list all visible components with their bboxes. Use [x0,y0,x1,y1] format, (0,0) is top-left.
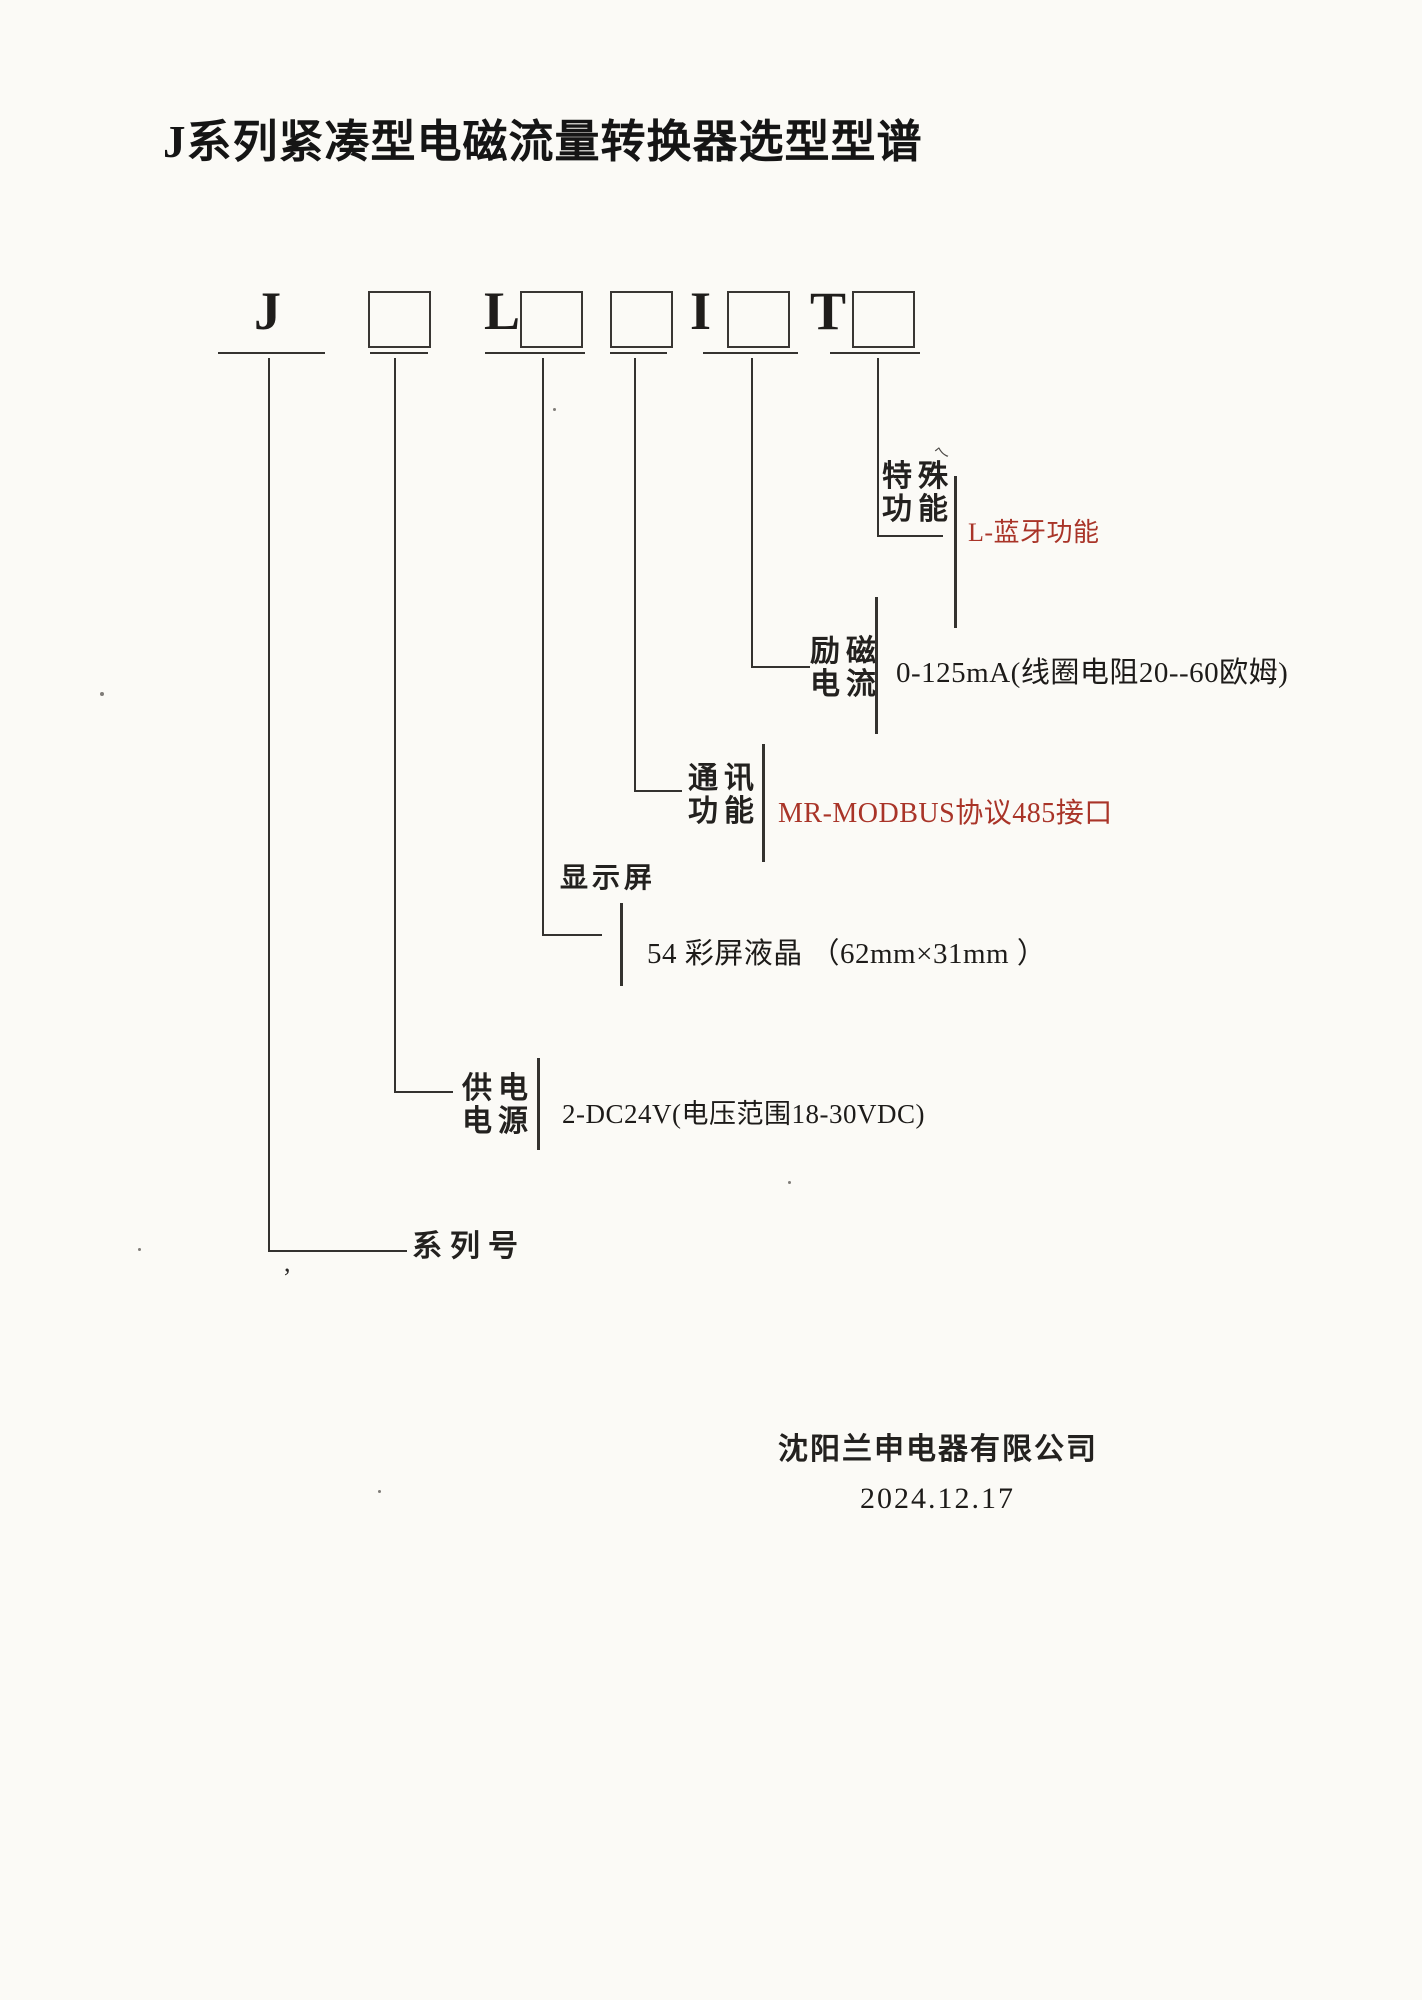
code-underline-power [370,352,428,354]
code-letter-T: T [810,281,847,341]
value-communication: MR-MODBUS协议485接口 [778,798,1113,829]
separator-communication [762,744,765,862]
separator-excitation [875,597,878,734]
code-underline-series [218,352,325,354]
code-box-5 [852,291,915,348]
scan-speck [553,408,556,411]
code-letter-L: L [484,281,521,341]
code-underline-excitation [703,352,798,354]
connector-elbow-display [542,934,602,936]
value-power-supply: 2-DC24V(电压范围18-30VDC) [562,1099,925,1129]
value-display-screen: 54 彩屏液晶 （62mm×31mm ） [647,938,1047,970]
code-box-1 [368,291,431,348]
value-excitation-current: 0-125mA(线圈电阻20--60欧姆) [896,657,1289,689]
connector-elbow-communication [634,790,682,792]
label-series-number: 系列号 [412,1230,526,1263]
separator-power [537,1058,540,1150]
connector-elbow-special [877,535,943,537]
scan-speck [788,1181,791,1184]
value-special-function: L-蓝牙功能 [968,518,1100,547]
scan-speck [138,1248,141,1251]
stray-comma-mark: , [284,1248,291,1277]
label-communication-function: 通讯 功能 [688,762,760,828]
connector-line-display [542,358,544,936]
stray-pen-mark: ㄟ [932,444,951,464]
document-date: 2024.12.17 [860,1482,1015,1515]
page-title: J系列紧凑型电磁流量转换器选型型谱 [163,117,923,167]
connector-line-communication [634,358,636,792]
separator-special [954,476,957,628]
label-excitation-current: 励磁 电流 [810,635,882,701]
code-box-2 [520,291,583,348]
label-special-function: 特殊 功能 [882,460,954,526]
code-underline-display [485,352,585,354]
label-power-supply: 供电 电源 [462,1072,534,1138]
connector-elbow-excitation [751,666,810,668]
connector-line-power [394,358,396,1093]
code-box-4 [727,291,790,348]
code-box-3 [610,291,673,348]
connector-line-series [268,358,270,1252]
scan-speck [378,1490,381,1493]
scan-speck [100,692,104,696]
company-name: 沈阳兰申电器有限公司 [778,1433,1098,1466]
connector-elbow-power [394,1091,453,1093]
connector-line-special [877,358,879,537]
separator-display [620,903,623,986]
code-letter-J: J [254,281,281,341]
code-underline-special [830,352,920,354]
label-display-screen: 显示屏 [560,863,657,894]
code-letter-I: I [690,281,712,341]
code-underline-communication [610,352,667,354]
connector-line-excitation [751,358,753,668]
connector-elbow-series [268,1250,407,1252]
